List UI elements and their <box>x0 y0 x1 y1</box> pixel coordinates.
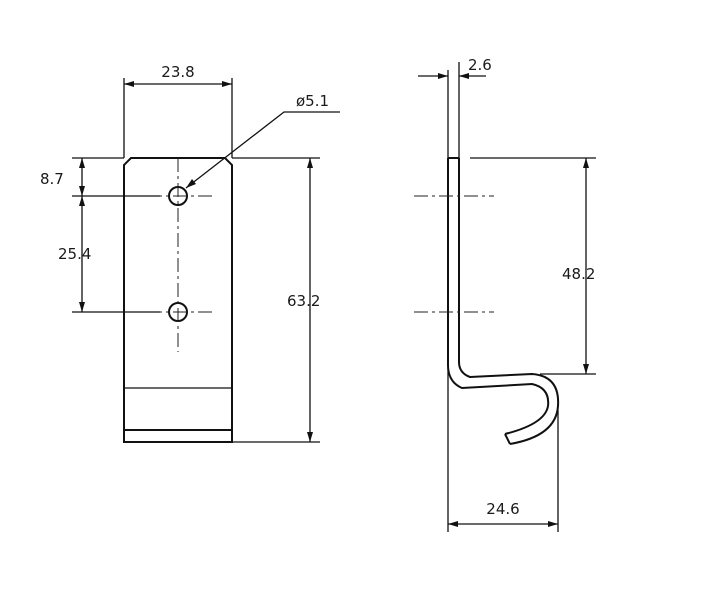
arrow <box>583 158 589 168</box>
straight-height-dim-label: 48.2 <box>562 265 595 283</box>
arrow <box>79 158 85 168</box>
arrow <box>79 302 85 312</box>
arrow <box>583 364 589 374</box>
arrow <box>124 81 134 87</box>
plate-outline <box>123 157 233 443</box>
arrow <box>79 186 85 196</box>
arrow <box>438 73 448 79</box>
arrow <box>448 521 458 527</box>
arrow <box>222 81 232 87</box>
arrow <box>459 73 469 79</box>
hook-profile-inner <box>458 158 560 445</box>
hook-width-dim-label: 24.6 <box>486 500 519 518</box>
hole-leader-line <box>185 111 340 189</box>
arrow <box>307 432 313 442</box>
thickness-dim-label: 2.6 <box>468 56 492 74</box>
hook-profile-outer <box>447 158 550 435</box>
arrow <box>186 179 196 188</box>
arrow <box>548 521 558 527</box>
width-dim-label: 23.8 <box>161 63 194 81</box>
hole-dim-label: ø5.1 <box>296 92 329 110</box>
front-view: 23.8 ø5.1 8.7 25.4 63.2 <box>40 63 340 443</box>
height-dim-label: 63.2 <box>287 292 320 310</box>
arrow <box>79 196 85 206</box>
side-view: 2.6 48.2 24.6 <box>414 56 596 532</box>
hole-spacing-dim-label: 25.4 <box>58 245 91 263</box>
arrow <box>307 158 313 168</box>
profile-tip-cap <box>504 433 511 445</box>
top-offset-dim-label: 8.7 <box>40 170 64 188</box>
